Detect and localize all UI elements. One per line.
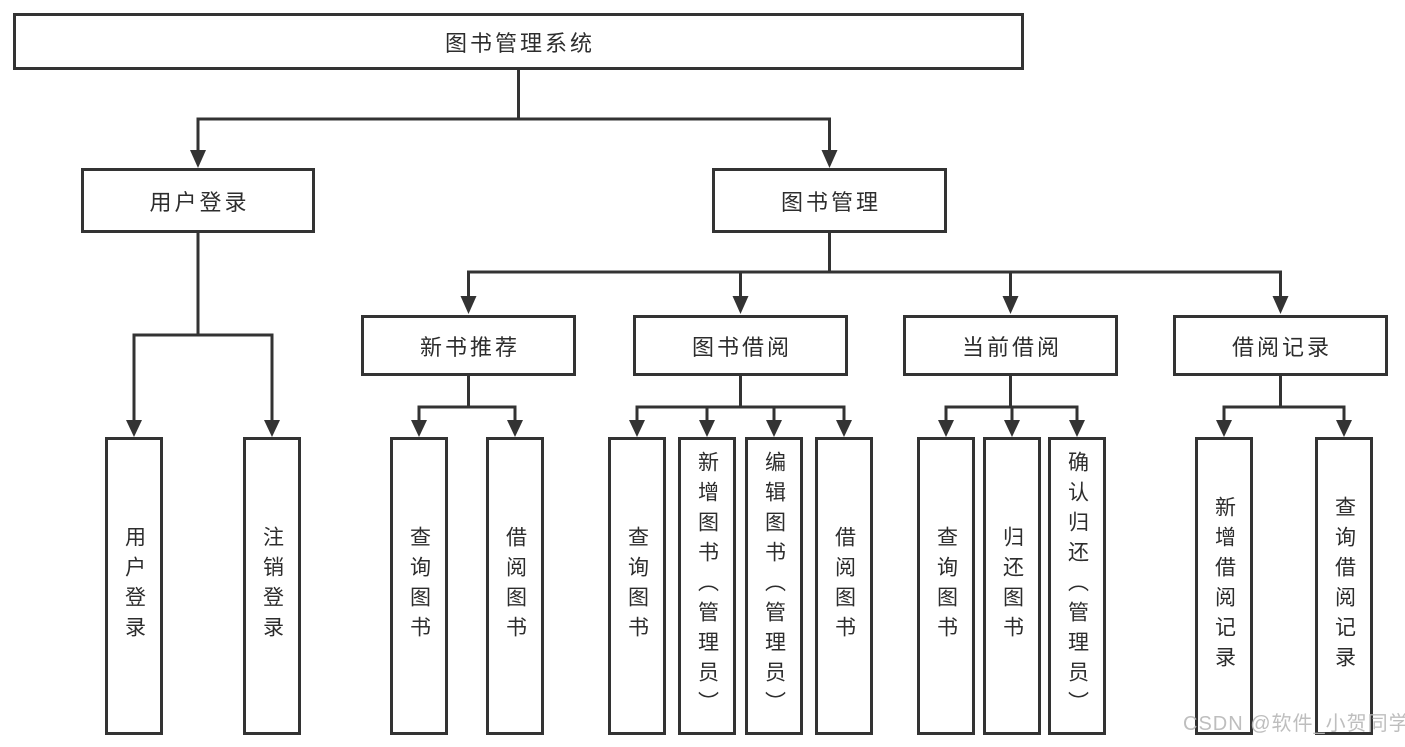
- connector-book-borrow-to-leaves: [629, 376, 852, 437]
- leaf-query-borrow-record: 查询借阅记录: [1315, 437, 1373, 735]
- node-user-login: 用户登录: [81, 168, 315, 233]
- connector-root-to-level2: [190, 70, 838, 168]
- node-borrow-record: 借阅记录: [1173, 315, 1388, 376]
- leaf-add-borrow-record: 新增借阅记录: [1195, 437, 1253, 735]
- leaf-borrow-books-recommend: 借阅图书: [486, 437, 544, 735]
- connector-book-management-to-level3: [460, 233, 1289, 314]
- leaf-query-books-recommend: 查询图书: [390, 437, 448, 735]
- leaf-user-login: 用户登录: [105, 437, 163, 735]
- connector-new-book-recommend-to-leaves: [411, 376, 523, 437]
- leaf-confirm-return-admin: 确认归还（管理员）: [1048, 437, 1106, 735]
- node-book-borrow: 图书借阅: [633, 315, 848, 376]
- connector-current-borrow-to-leaves: [938, 376, 1085, 437]
- leaf-edit-books-admin: 编辑图书（管理员）: [745, 437, 803, 735]
- csdn-watermark: CSDN @软件_小贺同学: [1183, 713, 1405, 735]
- leaf-query-books-current: 查询图书: [917, 437, 975, 735]
- connector-user-login-to-leaves: [126, 233, 280, 437]
- leaf-borrow-books: 借阅图书: [815, 437, 873, 735]
- node-book-management: 图书管理: [712, 168, 947, 233]
- leaf-return-books: 归还图书: [983, 437, 1041, 735]
- node-new-book-recommend: 新书推荐: [361, 315, 576, 376]
- leaf-logout: 注销登录: [243, 437, 301, 735]
- node-current-borrow: 当前借阅: [903, 315, 1118, 376]
- leaf-query-books-borrow: 查询图书: [608, 437, 666, 735]
- node-library-management-system: 图书管理系统: [13, 13, 1024, 70]
- leaf-add-books-admin: 新增图书（管理员）: [678, 437, 736, 735]
- connector-borrow-record-to-leaves: [1216, 376, 1352, 437]
